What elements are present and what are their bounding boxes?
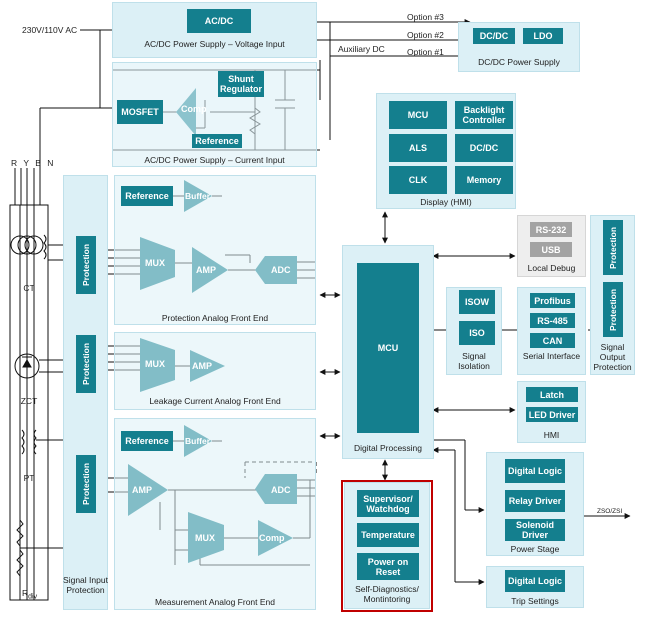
output-protection-1-label: Protection: [608, 226, 618, 269]
hmi-caption: HMI: [543, 430, 560, 440]
latch-block: Latch: [526, 387, 578, 402]
acdc-current-caption: AC/DC Power Supply – Current Input: [144, 155, 285, 165]
input-protection-2: Protection: [76, 335, 96, 393]
zct-label: ZCT: [20, 396, 38, 406]
solenoid-driver-block: Solenoid Driver: [505, 519, 565, 541]
rs485-block: RS-485: [530, 313, 575, 328]
iso-block: ISO: [459, 321, 495, 345]
local-debug-caption: Local Debug: [527, 263, 576, 273]
diagnostics-highlight: [341, 480, 433, 612]
acdc-current-panel: [112, 62, 317, 167]
meas-amp-label: AMP: [132, 485, 152, 495]
prot-reference-block: Reference: [121, 186, 173, 206]
meas-buffer-label: Buffer: [185, 436, 211, 446]
measurement-afe-caption: Measurement Analog Front End: [154, 597, 275, 607]
display-mcu-block: MCU: [389, 101, 447, 129]
display-dcdc-block: DC/DC: [455, 134, 513, 162]
dcdc-caption: DC/DC Power Supply: [478, 57, 560, 67]
zso-zsi-label: ZSO/ZSI: [597, 508, 623, 515]
led-driver-block: LED Driver: [526, 407, 578, 422]
meas-adc-label: ADC: [271, 485, 291, 495]
power-on-reset-block: Power on Reset: [357, 553, 419, 580]
dcdc-block: DC/DC: [473, 28, 515, 44]
rs232-block: RS-232: [530, 222, 572, 237]
usb-block: USB: [530, 242, 572, 257]
reference-block: Reference: [192, 134, 242, 148]
profibus-block: Profibus: [530, 293, 575, 308]
prot-amp-label: AMP: [196, 265, 216, 275]
prot-buffer-label: Buffer: [185, 191, 211, 201]
leakage-afe-caption: Leakage Current Analog Front End: [149, 396, 281, 406]
pt-label: PT: [23, 473, 35, 483]
auxiliary-dc-label: Auxiliary DC: [338, 44, 385, 54]
input-protection-1: Protection: [76, 236, 96, 294]
signal-output-caption: Signal Output Protection: [593, 342, 632, 372]
shunt-regulator-block: Shunt Regulator: [218, 71, 264, 97]
clk-block: CLK: [389, 166, 447, 194]
backlight-controller-block: Backlight Controller: [455, 101, 513, 129]
output-protection-2: Protection: [603, 282, 623, 337]
phase-labels: R Y B N: [11, 158, 56, 168]
relay-driver-block: Relay Driver: [505, 490, 565, 512]
main-mcu-block: MCU: [357, 263, 419, 433]
leakage-afe-panel: [114, 332, 316, 410]
serial-interface-caption: Serial Interface: [522, 351, 581, 361]
leak-mux-label: MUX: [145, 359, 165, 369]
option-2-label: Option #2: [407, 30, 444, 40]
temperature-block: Temperature: [357, 523, 419, 547]
mosfet-block: MOSFET: [117, 100, 163, 124]
ac-input-label: 230V/110V AC: [22, 25, 78, 35]
ct-label: CT: [23, 283, 35, 293]
trip-digital-logic-block: Digital Logic: [505, 570, 565, 592]
input-protection-3-label: Protection: [81, 462, 91, 506]
meas-reference-block: Reference: [121, 431, 173, 451]
prot-mux-label: MUX: [145, 258, 165, 268]
rdiv-subscript: div: [28, 593, 38, 601]
comp-label: Comp: [181, 104, 207, 114]
protection-afe-caption: Protection Analog Front End: [161, 313, 269, 323]
input-protection-3: Protection: [76, 455, 96, 513]
als-block: ALS: [389, 134, 447, 162]
power-stage-caption: Power Stage: [510, 544, 560, 554]
meas-comp-label: Comp: [259, 533, 285, 543]
supervisor-watchdog-block: Supervisor/ Watchdog: [357, 490, 419, 517]
memory-block: Memory: [455, 166, 513, 194]
can-block: CAN: [530, 333, 575, 348]
signal-input-caption: Signal Input Protection: [63, 575, 108, 595]
input-protection-1-label: Protection: [81, 243, 91, 287]
digital-processing-caption: Digital Processing: [353, 443, 423, 453]
meas-mux-label: MUX: [195, 533, 215, 543]
acdc-block: AC/DC: [187, 9, 251, 33]
prot-adc-label: ADC: [271, 265, 291, 275]
signal-isolation-caption: Signal Isolation: [458, 351, 490, 371]
rdiv-label: Rdiv: [22, 588, 37, 603]
power-digital-logic-block: Digital Logic: [505, 459, 565, 483]
isow-block: ISOW: [459, 290, 495, 314]
display-caption: Display (HMI): [420, 197, 472, 207]
ldo-block: LDO: [523, 28, 563, 44]
diagnostics-caption: Self-Diagnostics/ Montintoring: [355, 584, 419, 604]
output-protection-2-label: Protection: [608, 288, 618, 331]
output-protection-1: Protection: [603, 220, 623, 275]
option-3-label: Option #3: [407, 12, 444, 22]
rdiv-symbol: R: [22, 588, 29, 598]
acdc-voltage-caption: AC/DC Power Supply – Voltage Input: [144, 39, 285, 49]
input-protection-2-label: Protection: [81, 342, 91, 386]
leak-amp-label: AMP: [192, 361, 212, 371]
trip-settings-caption: Trip Settings: [511, 596, 559, 606]
option-1-label: Option #1: [407, 47, 444, 57]
